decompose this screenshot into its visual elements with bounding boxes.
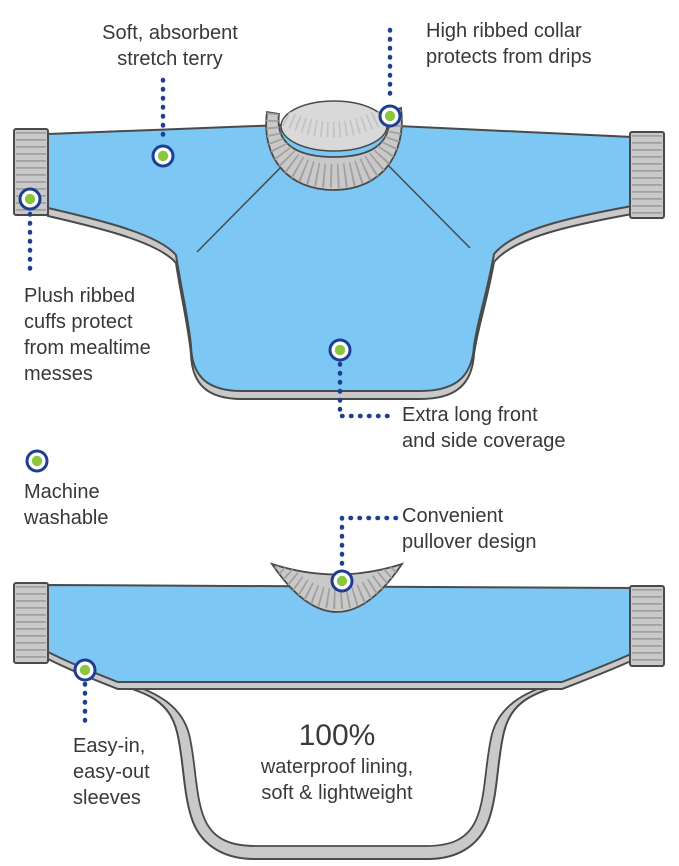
ribbed-collar-label: High ribbed collar protects from drips — [426, 20, 592, 68]
terry-callout-dot — [151, 144, 175, 168]
raglan-seam-right — [379, 156, 471, 249]
long-coverage-label: Extra long front and side coverage — [402, 404, 566, 452]
waterproof-lining-description: waterproof lining, soft & lightweight — [260, 756, 414, 804]
callout-dots — [18, 104, 402, 682]
pullover-callout-line — [339, 515, 399, 567]
waterproof-skirt-inner — [121, 681, 560, 847]
raglan-seam-left — [196, 159, 289, 253]
plush-cuffs-label: Plush ribbed cuffs protect from mealtime… — [24, 285, 151, 385]
sleeves-callout-dot — [73, 658, 97, 682]
coverage-callout-line — [337, 361, 397, 419]
collar-inner-ribs — [282, 108, 386, 138]
back-left-cuff — [13, 582, 49, 664]
pullover-label: Convenient pullover design — [402, 505, 537, 553]
collar-callout-dot — [378, 104, 402, 128]
machine-washable-label: Machine washable — [24, 481, 109, 529]
machine-washable-dot — [25, 449, 49, 473]
stretch-terry-label: Soft, absorbent stretch terry — [102, 22, 238, 70]
callout-lines — [27, 27, 399, 729]
pullover-callout-dot — [330, 569, 354, 593]
easy-sleeves-label: Easy-in, easy-out sleeves — [73, 735, 150, 809]
back-collar-ribs — [272, 564, 402, 609]
waterproof-lining-label: 100% waterproof lining, soft & lightweig… — [212, 718, 462, 806]
back-right-cuff — [629, 585, 665, 667]
coverage-callout-dot — [328, 338, 352, 362]
waterproof-lining-headline: 100% — [298, 719, 376, 752]
back-bib — [13, 563, 665, 860]
cuffs-callout-dot — [18, 187, 42, 211]
front-right-cuff — [629, 131, 665, 219]
